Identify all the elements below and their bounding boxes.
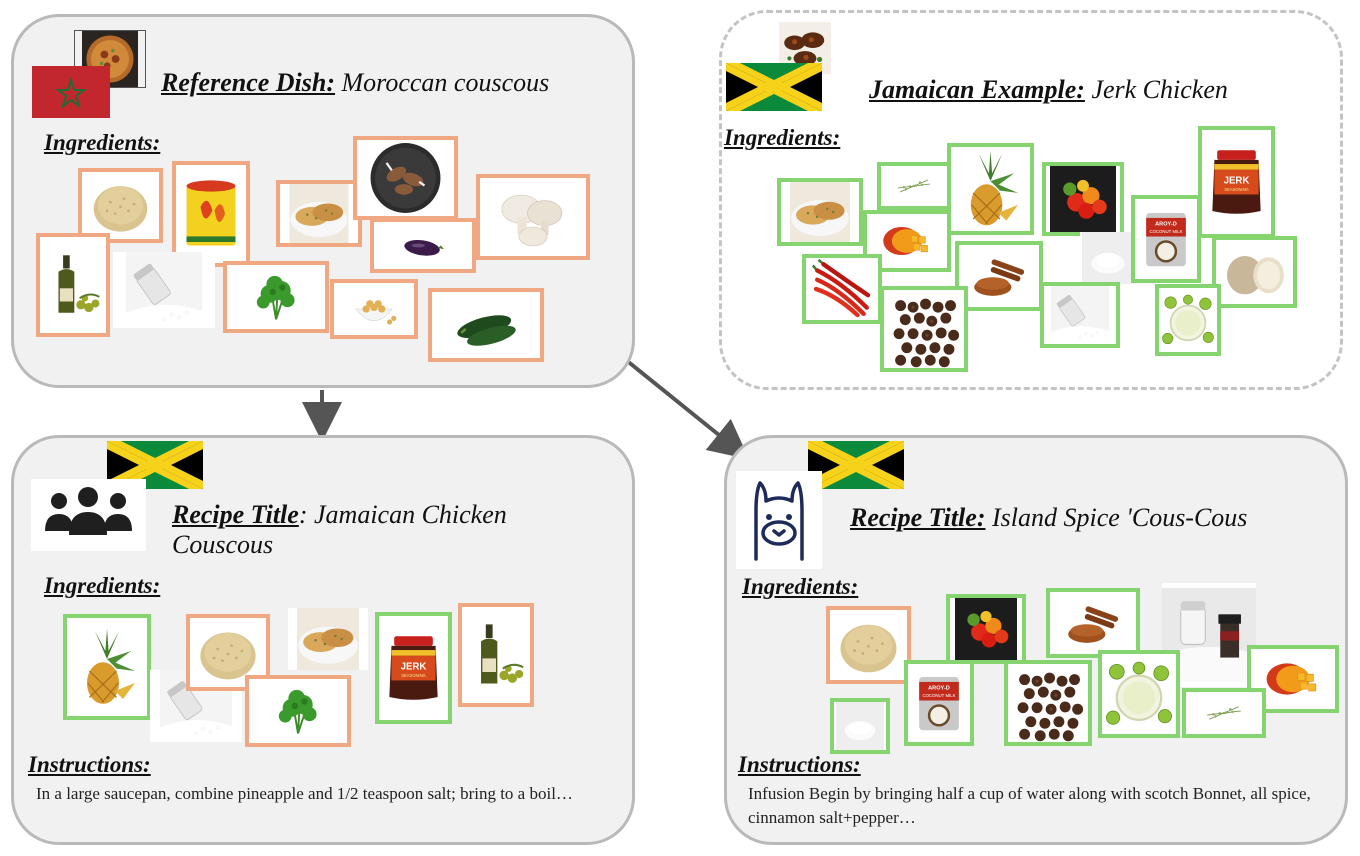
- model-recipe-title-value: Island Spice 'Cous-Cous: [991, 503, 1248, 532]
- ingredient-salt: [113, 252, 215, 328]
- ingredient-coconut-milk: [1131, 195, 1201, 283]
- morocco-flag-icon: [32, 66, 110, 118]
- ingredient-eggplant: [370, 218, 476, 273]
- ingredient-scotch-bonnet: [1042, 162, 1124, 236]
- ingredient-red-chilis: [802, 254, 882, 324]
- ingredient-scotch-bonnet: [946, 594, 1026, 664]
- model-recipe-title-label: Recipe Title:: [850, 503, 986, 532]
- ingredient-yam: [1212, 236, 1297, 308]
- jamaican-example-label: Jamaican Example:: [869, 75, 1085, 104]
- couscous-dish-thumbnail: [74, 30, 146, 88]
- ingredient-pineapple: [63, 614, 151, 720]
- ingredient-thyme: [877, 162, 951, 210]
- jamaica-flag-icon: [808, 441, 904, 489]
- ingredient-cinnamon: [955, 241, 1043, 311]
- model-recipe-title: Recipe Title: Island Spice 'Cous-Cous: [850, 503, 1247, 533]
- ingredient-jerk-seasoning: [1198, 126, 1275, 238]
- human-ingredients-heading: Ingredients:: [44, 573, 161, 598]
- ingredient-salt: [1040, 282, 1120, 348]
- ingredient-pineapple: [947, 143, 1034, 235]
- ingredient-lime-juice: [1098, 650, 1180, 738]
- ingredient-coconut-milk: [904, 660, 974, 746]
- ingredient-mushrooms: [476, 174, 590, 260]
- ingredient-allspice: [1004, 660, 1092, 746]
- ingredient-flour: [830, 698, 890, 754]
- arrow-to-model-recipe: [624, 358, 750, 460]
- reference-ingredients-heading: Ingredients:: [44, 130, 161, 155]
- ingredient-couscous: [826, 606, 911, 684]
- ingredient-olive-oil: [458, 603, 534, 707]
- example-ingredients-heading: Ingredients:: [724, 125, 841, 150]
- reference-dish-name: Moroccan couscous: [341, 68, 550, 97]
- ingredient-parsley: [245, 675, 351, 747]
- ingredient-mango: [863, 210, 951, 272]
- ingredient-chicken: [276, 180, 362, 247]
- reference-dish-label: Reference Dish:: [161, 68, 336, 97]
- llama-icon: [736, 471, 822, 569]
- human-recipe-title-value: Jamaican Chicken Couscous: [172, 500, 507, 559]
- ingredient-olive-oil: [36, 233, 110, 337]
- human-instructions-heading: Instructions:: [28, 752, 151, 777]
- ingredient-chicken: [777, 178, 863, 246]
- ingredient-lamb-chops: [353, 136, 458, 220]
- ingredient-chicken: [288, 608, 368, 670]
- ingredient-thyme: [1182, 688, 1266, 738]
- ingredient-lime-juice: [1155, 284, 1221, 356]
- ingredient-parsley: [223, 261, 329, 333]
- human-recipe-title: Recipe Title: Jamaican Chicken Couscous: [172, 500, 592, 560]
- human-recipe-title-label: Recipe Title: [172, 500, 299, 529]
- model-instructions-text: Infusion Begin by bringing half a cup of…: [748, 784, 1311, 827]
- people-group-icon: [31, 479, 146, 551]
- ingredient-chickpeas: [330, 279, 418, 339]
- ingredient-flour: [1080, 232, 1136, 284]
- jamaican-example-name: Jerk Chicken: [1091, 75, 1228, 104]
- model-ingredients-heading: Ingredients:: [742, 574, 859, 599]
- ingredient-allspice: [880, 286, 968, 372]
- reference-dish-title: Reference Dish: Moroccan couscous: [161, 68, 549, 98]
- jamaican-example-title: Jamaican Example: Jerk Chicken: [869, 75, 1228, 105]
- human-recipe-title-sep: :: [298, 500, 308, 529]
- model-instructions-heading: Instructions:: [738, 752, 861, 777]
- human-instructions-text: In a large saucepan, combine pineapple a…: [36, 784, 573, 803]
- ingredient-jerk-seasoning: [375, 612, 452, 724]
- ingredient-harissa-can: [172, 161, 250, 267]
- jamaica-flag-icon: [726, 63, 822, 111]
- ingredient-couscous: [78, 168, 163, 243]
- ingredient-zucchini: [428, 288, 544, 362]
- ingredient-cinnamon: [1046, 588, 1140, 658]
